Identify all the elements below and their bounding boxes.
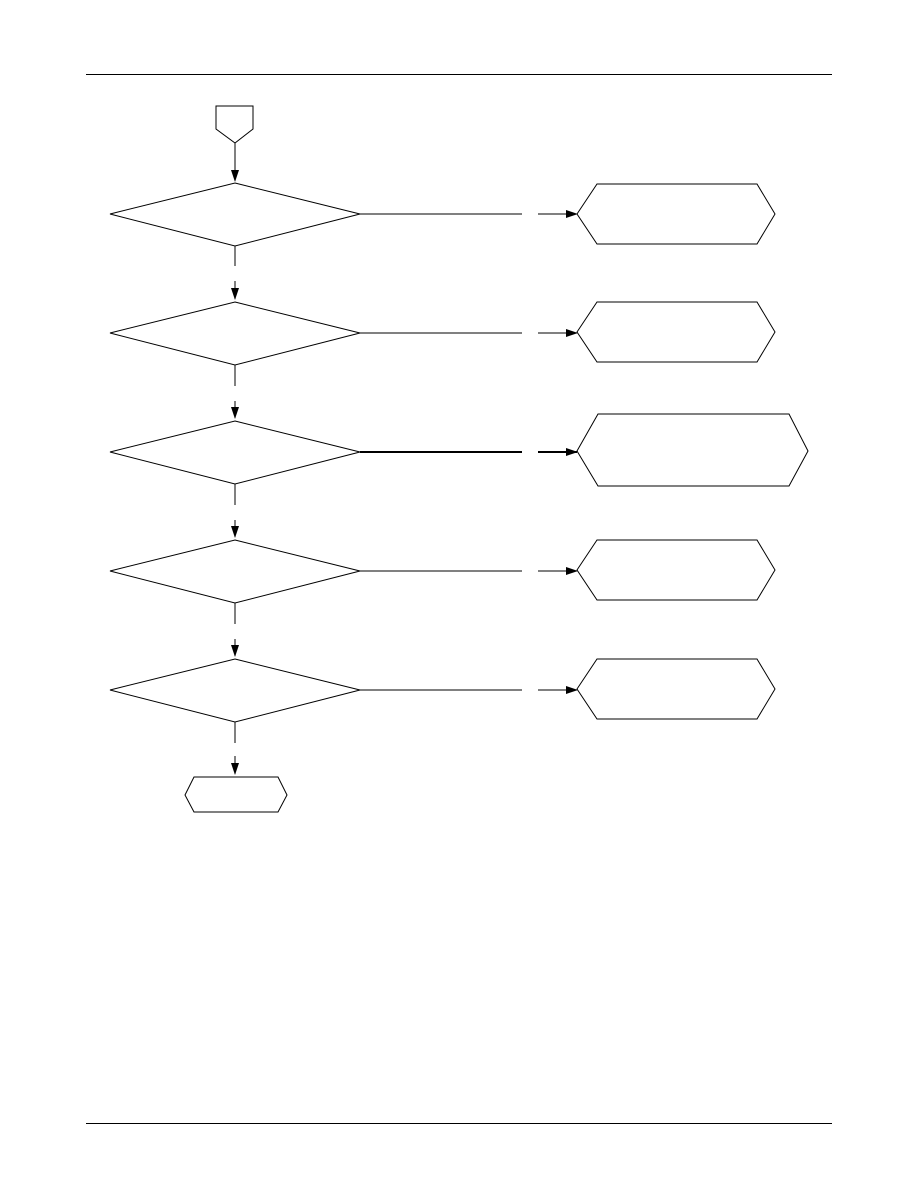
- header-rule: [86, 74, 832, 75]
- footer-rule: [86, 1123, 832, 1124]
- decision-1: [109, 182, 361, 247]
- decision-2: [109, 301, 361, 366]
- outcome-2: [576, 301, 776, 363]
- decision-3: [109, 420, 361, 485]
- outcome-1: [576, 183, 776, 245]
- decision-5: [109, 658, 361, 723]
- offpage-connector: [215, 105, 254, 144]
- terminal-block: [184, 776, 288, 813]
- outcome-3: [576, 413, 809, 487]
- decision-4: [109, 539, 361, 604]
- outcome-5: [576, 658, 776, 720]
- outcome-4: [576, 539, 776, 601]
